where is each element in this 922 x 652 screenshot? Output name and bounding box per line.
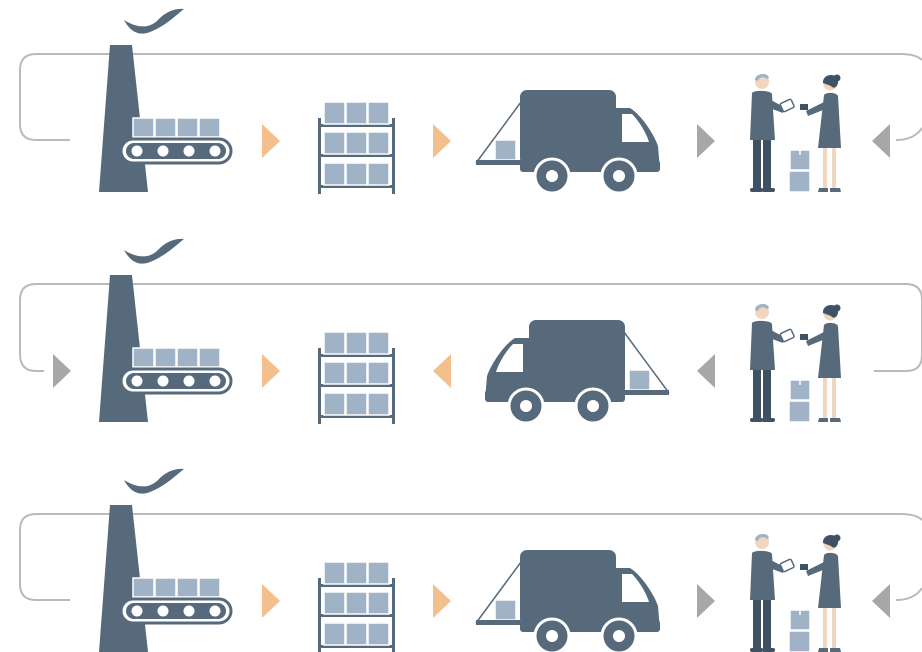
factory-icon bbox=[99, 9, 231, 192]
flow-arrow-icon bbox=[697, 124, 715, 158]
row-3 bbox=[20, 469, 922, 652]
flow-arrow-icon bbox=[433, 124, 451, 158]
flow-arrow-icon bbox=[262, 584, 280, 618]
flow-arrow-icon bbox=[872, 124, 890, 158]
delivery-truck-icon bbox=[485, 320, 669, 423]
delivery-truck-icon bbox=[476, 90, 660, 193]
flow-arrow-icon bbox=[872, 584, 890, 618]
warehouse-shelf-icon bbox=[318, 102, 395, 194]
flow-arrow-icon bbox=[697, 584, 715, 618]
return-loop-tail bbox=[896, 128, 922, 140]
flow-arrow-icon bbox=[53, 354, 71, 388]
customer-handover-icon bbox=[750, 74, 841, 192]
flow-arrow-icon bbox=[433, 354, 451, 388]
flow-arrow-icon bbox=[697, 354, 715, 388]
factory-icon bbox=[99, 469, 231, 652]
factory-icon bbox=[99, 239, 231, 422]
delivery-truck-icon bbox=[476, 550, 660, 652]
customer-handover-icon bbox=[750, 534, 841, 652]
row-1 bbox=[20, 9, 922, 194]
flow-arrow-icon bbox=[262, 354, 280, 388]
return-loop-tail bbox=[896, 588, 922, 600]
warehouse-shelf-icon bbox=[318, 332, 395, 424]
row-2 bbox=[20, 239, 922, 424]
warehouse-shelf-icon bbox=[318, 562, 395, 652]
customer-handover-icon bbox=[750, 304, 841, 422]
flow-arrow-icon bbox=[262, 124, 280, 158]
flow-arrow-icon bbox=[433, 584, 451, 618]
